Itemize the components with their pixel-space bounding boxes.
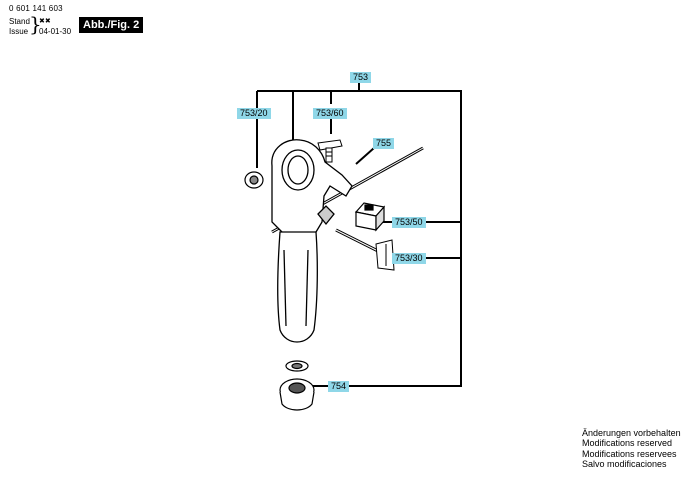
callout-753-50: 753/50 (392, 217, 426, 228)
stand-value: ✖✖ (39, 18, 51, 25)
callout-753: 753 (350, 72, 372, 83)
callout-753-60: 753/60 (313, 108, 347, 119)
figure-label: Abb./Fig. 2 (79, 17, 144, 33)
document-number: 0 601 141 603 (9, 4, 63, 13)
ring-part-753-20 (244, 171, 264, 189)
modifications-line-de: Änderungen vorbehalten (582, 428, 681, 438)
brace-icon: } (29, 12, 42, 36)
stand-label: Stand (9, 17, 30, 26)
leader-755 (355, 147, 375, 165)
callout-754: 754 (328, 381, 350, 392)
modifications-line-fr: Modifications reservees (582, 448, 677, 459)
auxiliary-handle-body (271, 139, 353, 343)
base-parts-754 (279, 360, 315, 411)
modifications-line-en: Modifications reserved (582, 438, 673, 449)
issue-value: 04-01-30 (39, 27, 72, 36)
callout-755: 755 (373, 138, 395, 149)
stop-block-753-50 (354, 202, 386, 232)
callout-753-30: 753/30 (392, 253, 426, 264)
wing-bolt-753-60 (317, 139, 343, 163)
callout-753-20: 753/20 (237, 108, 271, 119)
modifications-line-es: Salvo modificaciones (582, 459, 667, 470)
thumb-screw-753-30 (335, 228, 395, 271)
issue-label: Issue (9, 27, 29, 36)
modifications-notice: Änderungen vorbehalten Modifications res… (582, 428, 681, 470)
